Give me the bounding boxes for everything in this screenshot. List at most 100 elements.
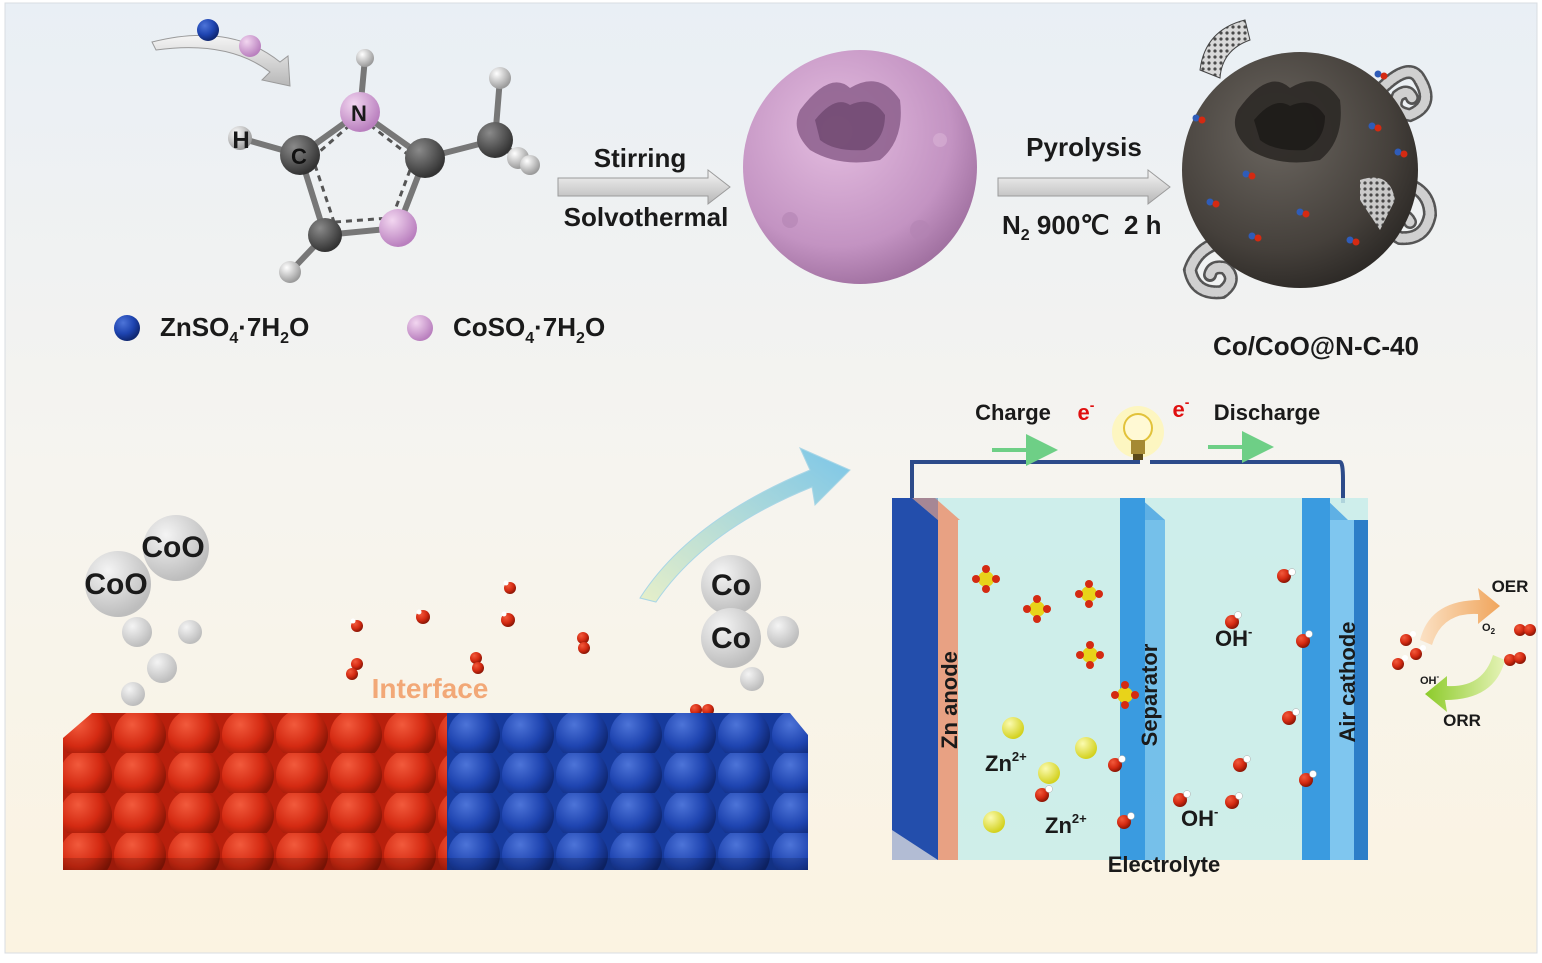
bubble: [143, 515, 209, 581]
co-label-1: Co: [711, 569, 751, 602]
electron-right-sup: -: [1185, 394, 1190, 410]
zn-anode-top: [912, 498, 960, 520]
step1-arrow: [557, 168, 731, 206]
zn-anode-plate-front: [892, 498, 938, 860]
air-cathode-label: Air cathode: [1335, 621, 1360, 742]
bubble: [767, 616, 799, 648]
separator-plate: [1120, 498, 1145, 860]
oer-label: OER: [1492, 577, 1529, 596]
atom-c-right: [405, 138, 445, 178]
synthesis-panel: H N C Stirring Solvothermal Pyrolysis N2…: [114, 19, 1438, 361]
reagent-coso4-c: O: [585, 312, 605, 342]
reagent-coso4-sub: 4: [525, 330, 534, 347]
zincate-ions: [972, 565, 1139, 709]
zn-ion-1-sup: 2+: [1012, 749, 1027, 764]
oh-2-text: OH: [1181, 806, 1214, 831]
oh-cycle-sup: -: [1437, 672, 1440, 681]
electrolyte-label: Electrolyte: [1108, 852, 1221, 877]
zn-anode-plate-shade: [892, 498, 938, 860]
zn-ion-2-text: Zn: [1045, 813, 1072, 838]
zn-ion-1-text: Zn: [985, 751, 1012, 776]
circuit-wire-left: [910, 460, 1140, 503]
electron-right: e-: [1173, 394, 1190, 422]
coo-slab: [63, 713, 447, 870]
interface-panel: CoO CoO Co Co Interface: [63, 447, 851, 870]
atom-h-methyl-1: [489, 67, 511, 89]
zn-ions: [983, 717, 1097, 833]
oh-cycle-label: OH-: [1420, 672, 1440, 687]
atom-h-left: [228, 126, 252, 150]
electron-left: e-: [1078, 397, 1095, 425]
step2-n: N: [1002, 210, 1021, 240]
charge-label: Charge: [975, 400, 1051, 425]
oer-orr-cycle: OER ORR O2 OH-: [1392, 577, 1536, 730]
slab-shadow: [63, 858, 808, 870]
atom-h-methyl-3: [520, 155, 540, 175]
oh-label-2: OH-: [1181, 804, 1218, 831]
atom-h-top: [356, 49, 374, 67]
reagent-znso4-b: ·7H: [238, 312, 280, 342]
o2-text: O: [1482, 622, 1491, 634]
reagent-coso4-a: CoSO: [453, 312, 525, 342]
coo-label-2: CoO: [84, 568, 147, 601]
reagent-znso4-a: ZnSO: [160, 312, 229, 342]
bubble: [740, 667, 764, 691]
bubble: [85, 551, 151, 617]
electron-right-e: e: [1173, 397, 1185, 422]
co-reagent-marker: [407, 315, 433, 341]
reagent-coso4-sub2: 2: [576, 330, 585, 347]
bubble: [121, 682, 145, 706]
air-cathode-side: [1330, 520, 1354, 860]
orr-label: ORR: [1443, 711, 1481, 730]
air-cathode-plate: [1302, 498, 1330, 860]
orr-arrow: [1425, 655, 1505, 712]
oh-2-sup: -: [1214, 804, 1218, 819]
zn-ion-2-sup: 2+: [1072, 811, 1087, 826]
co-slab: [447, 713, 808, 870]
atom-label-n: N: [351, 101, 367, 126]
step2-bottom-label: N2 900℃ 2 h: [1002, 210, 1162, 244]
reagent-znso4-sub2: 2: [280, 330, 289, 347]
step2-top-label: Pyrolysis: [1026, 132, 1142, 162]
atom-label-h: H: [232, 127, 249, 154]
atom-n-bottom: [379, 209, 417, 247]
step2-n-sub: 2: [1021, 227, 1030, 244]
oh-label-1: OH-: [1215, 624, 1252, 651]
co-ion-ball: [239, 35, 261, 57]
atom-h-bottom: [279, 261, 301, 283]
o2-label: O2: [1482, 622, 1496, 636]
circuit-wire-right: [1150, 460, 1345, 503]
interface-label: Interface: [372, 673, 489, 704]
oh-cycle-text: OH: [1420, 675, 1437, 687]
air-cathode-back: [1354, 520, 1368, 860]
step1-top-label: Stirring: [594, 143, 686, 173]
atom-c-bottom: [308, 218, 342, 252]
bubble: [147, 653, 177, 683]
step1-bottom-label: Solvothermal: [564, 202, 729, 232]
reagent-znso4: ZnSO4·7H2O: [160, 312, 309, 347]
zif-precursor-sphere: [743, 50, 977, 284]
reagent-znso4-c: O: [289, 312, 309, 342]
oh-1-sup: -: [1248, 624, 1252, 639]
zn-ion-ball: [197, 19, 219, 41]
atom-label-c: C: [291, 144, 307, 169]
separator-label: Separator: [1137, 643, 1162, 746]
coo-label-1: CoO: [141, 531, 204, 564]
co-nanoparticles: [1192, 70, 1408, 246]
reagent-coso4: CoSO4·7H2O: [453, 312, 605, 347]
reagent-coso4-b: ·7H: [534, 312, 576, 342]
molecule-diagram: H N C: [228, 49, 540, 283]
light-bulb-icon: [1112, 406, 1164, 460]
hydroxide-ions: [1035, 568, 1317, 829]
bubble: [701, 555, 761, 615]
transfer-arrow: [639, 447, 851, 603]
product-label: Co/CoO@N-C-40: [1213, 331, 1419, 361]
bubble: [178, 620, 202, 644]
atom-n: [340, 92, 380, 132]
product-sphere: [1182, 52, 1418, 288]
zn-ion-label-1: Zn2+: [985, 749, 1027, 776]
oer-arrow: [1420, 588, 1500, 645]
electron-left-sup: -: [1090, 397, 1095, 413]
bubble: [701, 608, 761, 668]
